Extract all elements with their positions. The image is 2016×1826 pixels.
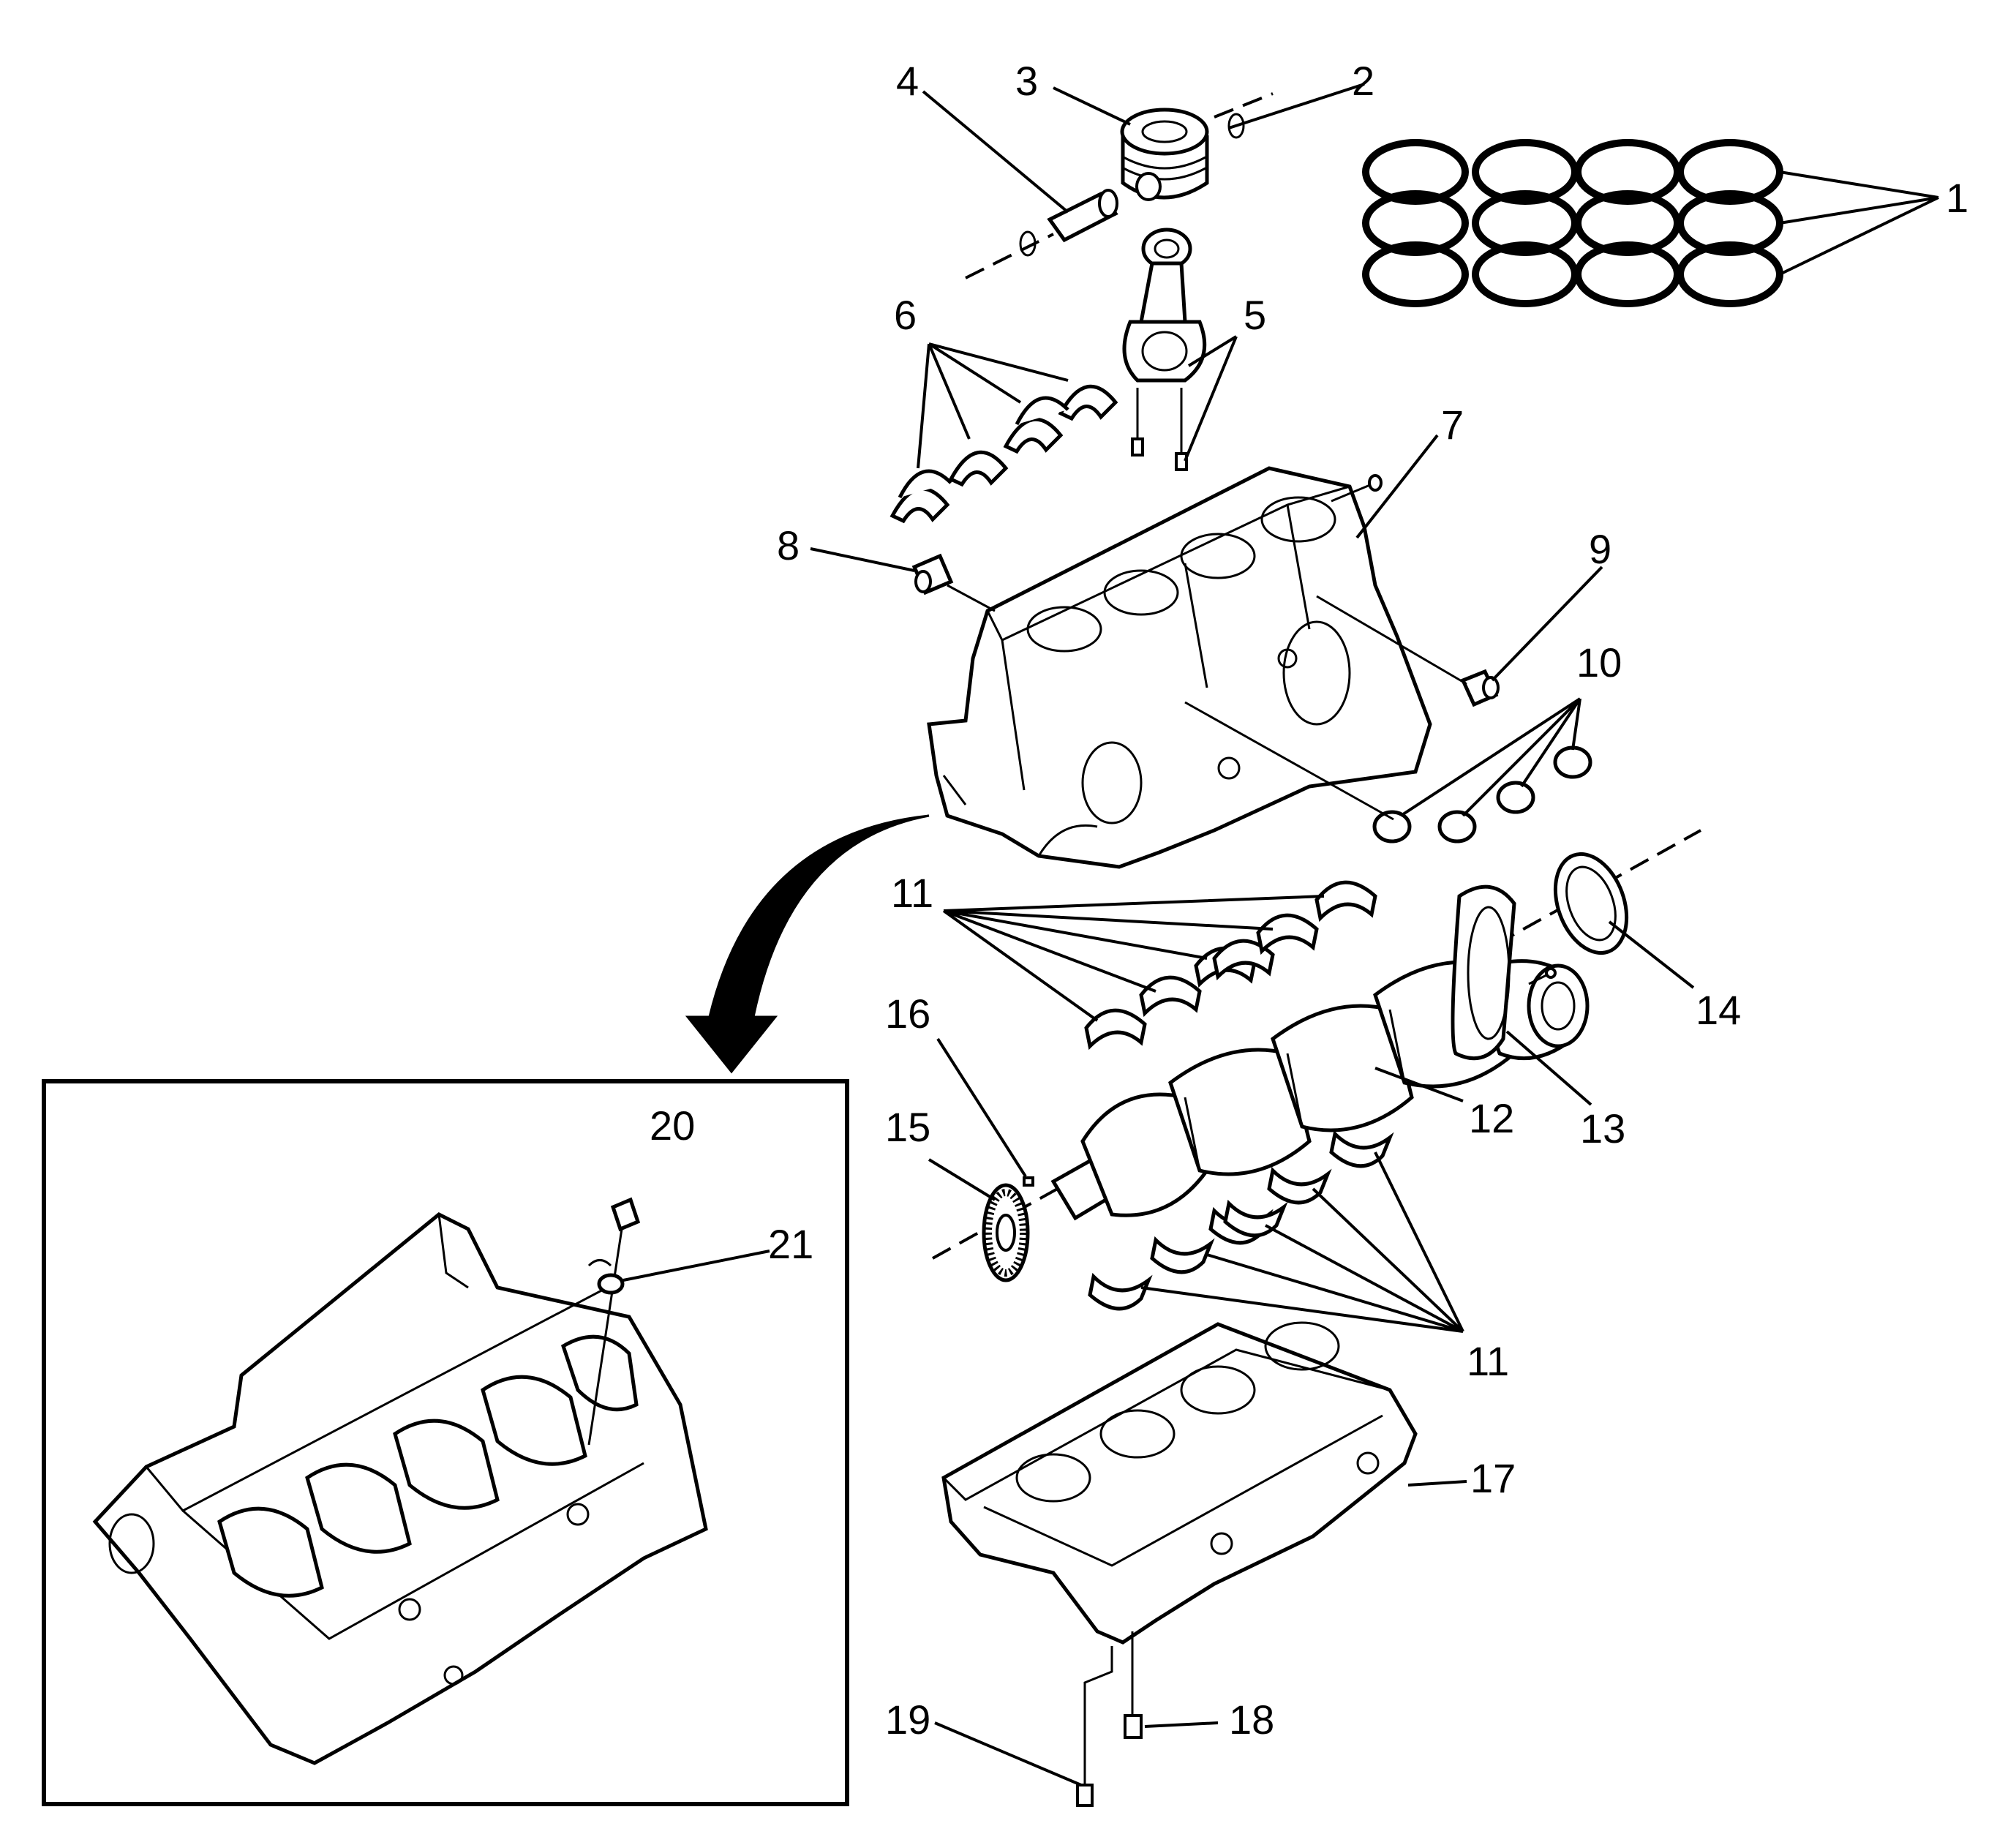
view-arrow [685, 814, 930, 1074]
leader-13 [1505, 1030, 1592, 1106]
rear-main-seal [1553, 852, 1629, 955]
crankshaft-key [1023, 1176, 1034, 1187]
leader-11-upper [942, 895, 1325, 1022]
cylinder-block [927, 466, 1432, 869]
callout-14: 14 [1696, 987, 1741, 1033]
block-plug-left [911, 553, 954, 595]
callout-11-upper: 11 [891, 870, 933, 916]
callout-19: 19 [885, 1697, 930, 1743]
callout-1: 1 [1946, 175, 1968, 221]
oil-jet-bolt [587, 1197, 641, 1446]
leader-5 [1184, 335, 1238, 462]
bedplate-bolt-short [1076, 1646, 1113, 1807]
callout-9: 9 [1589, 526, 1611, 572]
leader-2 [1228, 83, 1365, 129]
leader-17 [1407, 1480, 1467, 1487]
detail-inset-frame [42, 1079, 849, 1806]
callout-13: 13 [1580, 1105, 1625, 1151]
callout-16: 16 [885, 991, 930, 1037]
piston-rings [1362, 139, 1783, 307]
callout-11-lower: 11 [1467, 1338, 1509, 1384]
circlip-lower [1019, 230, 1037, 257]
leader-19 [934, 1721, 1082, 1786]
leader-3 [1053, 86, 1131, 126]
leader-11-lower [1140, 1151, 1464, 1333]
bedplate-bolt-long [1124, 1631, 1143, 1739]
leader-12 [1374, 1067, 1464, 1102]
leader-1 [1779, 170, 1939, 276]
callout-5: 5 [1244, 292, 1266, 338]
oil-jet-washer [587, 1259, 625, 1295]
leader-10 [1399, 697, 1581, 817]
leader-7 [1355, 434, 1439, 539]
main-bearings-upper [1084, 880, 1377, 1051]
connecting-rod [1122, 228, 1207, 471]
leader-18 [1144, 1721, 1219, 1728]
reluctor-ring [1451, 884, 1516, 1061]
callout-20: 20 [650, 1102, 695, 1149]
crankshaft-sprocket [982, 1183, 1030, 1282]
leader-6 [917, 342, 1069, 469]
callout-2: 2 [1352, 58, 1374, 104]
rod-bearings [889, 384, 1118, 524]
block-plug-right [1460, 669, 1500, 707]
piston [1120, 108, 1209, 201]
lower-crankcase [941, 1321, 1418, 1645]
leader-8 [810, 547, 915, 572]
leader-21 [623, 1250, 770, 1282]
callout-6: 6 [894, 292, 917, 338]
callout-17: 17 [1470, 1455, 1516, 1501]
callout-8: 8 [777, 522, 800, 568]
leader-9 [1491, 566, 1603, 682]
callout-15: 15 [885, 1104, 930, 1150]
callout-7: 7 [1441, 402, 1464, 448]
leader-16 [936, 1037, 1027, 1178]
leader-14 [1608, 920, 1695, 989]
leader-15 [928, 1158, 996, 1201]
callout-4: 4 [896, 58, 919, 104]
expansion-plugs [1372, 745, 1592, 844]
inset-block-underside [92, 1212, 708, 1765]
callout-21: 21 [768, 1221, 813, 1267]
callout-12: 12 [1469, 1095, 1514, 1141]
piston-pin [1047, 189, 1118, 243]
callout-18: 18 [1229, 1697, 1274, 1743]
block-dowel [1331, 481, 1376, 503]
leader-4 [922, 90, 1069, 214]
circlip-upper [1227, 113, 1245, 139]
callout-10: 10 [1576, 639, 1622, 685]
callout-3: 3 [1015, 58, 1038, 104]
